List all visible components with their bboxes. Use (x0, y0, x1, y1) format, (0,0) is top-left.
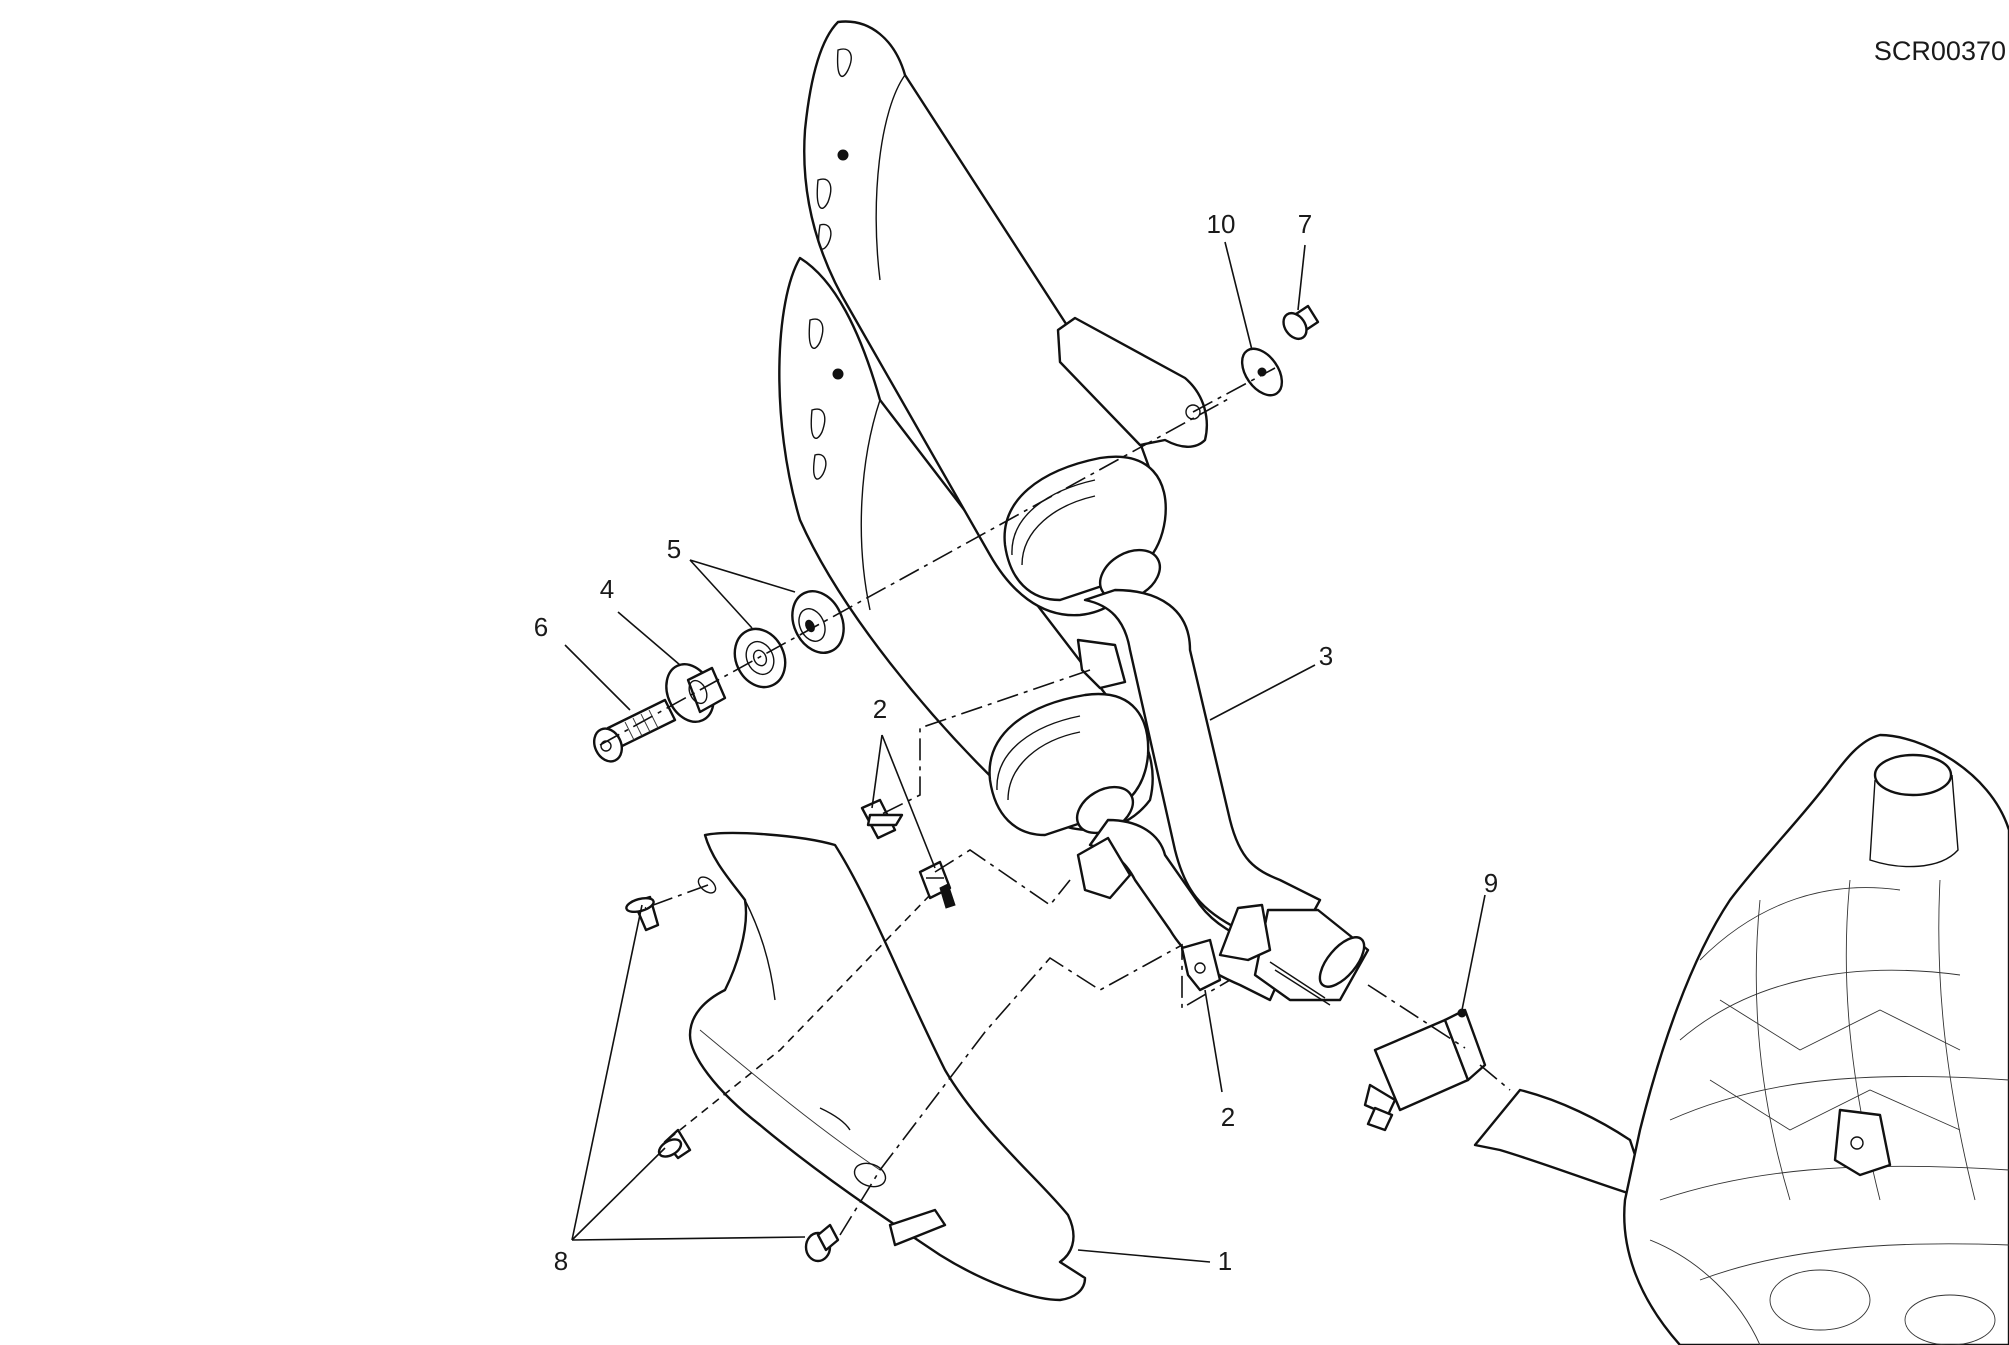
callout-9: 9 (1484, 868, 1498, 898)
washer-10 (1240, 347, 1284, 397)
callout-2-upper: 2 (873, 694, 887, 724)
grommet-5-front (733, 627, 787, 689)
shield-detail (819, 1107, 851, 1131)
screw-8-bottom (804, 1223, 840, 1263)
clamp-9 (1363, 1008, 1487, 1132)
shield-hole-top (697, 876, 717, 894)
shield-inner-edge (744, 899, 776, 1001)
heat-shield (688, 831, 1087, 1302)
callout-labels: 10 7 5 4 6 3 2 2 9 8 1 (534, 209, 1498, 1276)
nut-7 (1282, 304, 1320, 341)
lower-cap-edge (860, 399, 881, 611)
spring-clip (939, 883, 956, 909)
outlet-sleeve-line (1269, 961, 1326, 999)
shield-contour (699, 1029, 881, 1171)
drawing-code: SCR00370 (1874, 36, 2006, 66)
assembly-centerlines (599, 367, 1511, 1236)
silencer-assembly (778, 20, 1208, 837)
callout-2-lower: 2 (1221, 1102, 1235, 1132)
outlet-sleeve-end (1318, 936, 1366, 988)
outlet-sleeve-line-2 (1274, 969, 1331, 1006)
callout-5: 5 (667, 534, 681, 564)
screw-8-top (625, 895, 660, 932)
bolt-6 (593, 698, 677, 763)
callout-3: 3 (1319, 641, 1333, 671)
frame-inlet-pipe (1473, 1088, 1652, 1202)
callout-4: 4 (600, 574, 614, 604)
callout-10: 10 (1207, 209, 1236, 239)
frame-body (1623, 733, 2009, 1345)
shield-vent (888, 1208, 947, 1247)
heat-shield-body (688, 831, 1087, 1302)
screw-8-middle (657, 1128, 692, 1160)
clip-2-upper (860, 798, 904, 840)
shield-hole-bottom (853, 1162, 887, 1188)
silencer-mount-bracket (1056, 316, 1208, 448)
frame-neck (1869, 774, 1959, 868)
callout-8: 8 (554, 1246, 568, 1276)
grommet-5-rear (791, 590, 845, 654)
upper-pipe (1083, 588, 1322, 957)
upper-vent-slots (816, 48, 852, 250)
callout-7: 7 (1298, 209, 1312, 239)
engine-frame-context (1473, 733, 2009, 1345)
clip-2-lower (1180, 938, 1222, 992)
callout-6: 6 (534, 612, 548, 642)
pipe-tab-upper (1076, 638, 1127, 690)
upper-cap-edge (875, 74, 906, 281)
lower-vent-slots (808, 318, 844, 480)
lower-cone-ring (996, 715, 1081, 791)
callout-1: 1 (1218, 1246, 1232, 1276)
lower-cone-ring-2 (1007, 731, 1081, 801)
leader-lines (564, 241, 1486, 1263)
washer-4 (665, 663, 727, 723)
exhaust-pipe (1076, 588, 1370, 1006)
upper-cone-ring (1011, 479, 1096, 556)
upper-cone-ring-2 (1021, 495, 1096, 566)
frame-cap (1873, 753, 1953, 797)
pipe-tab-right (1218, 903, 1272, 962)
pipe-tab-lower (1076, 836, 1132, 900)
